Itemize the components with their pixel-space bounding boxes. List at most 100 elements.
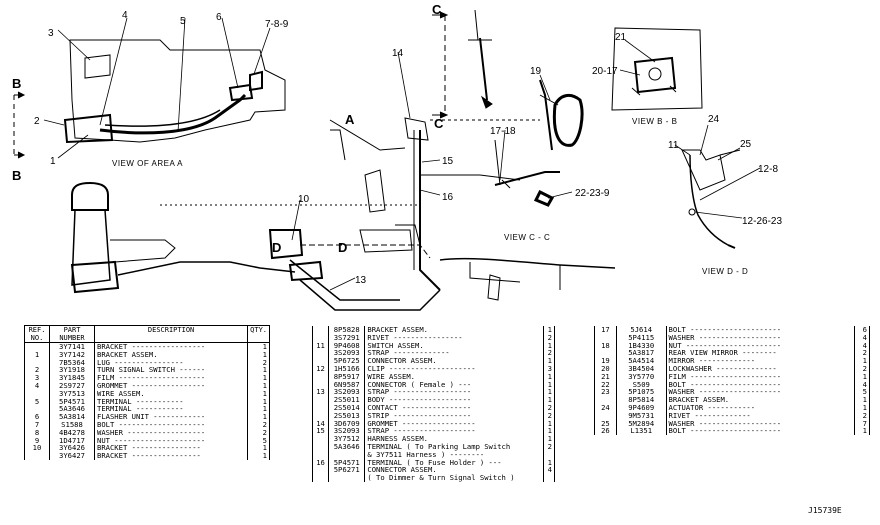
qty-cell [543, 450, 555, 459]
ref-cell: 18 [594, 341, 617, 350]
description-cell: BODY ------------------- [364, 396, 545, 404]
callout-6: 6 [216, 12, 222, 23]
label-view-c-c: VIEW C - C [504, 233, 550, 242]
ref-cell [311, 403, 330, 412]
view-c-c [430, 9, 584, 207]
qty-cell: 4 [854, 333, 870, 342]
qty-cell: 2 [543, 404, 555, 412]
qty-cell: 1 [543, 435, 555, 443]
ref-cell: 5 [24, 397, 50, 406]
description-cell: WIRE ASSEM. [364, 372, 545, 381]
description-cell: BRACKET ASSEM. [665, 396, 856, 404]
description-cell: BOLT --------------------- [665, 326, 856, 334]
callout-2: 2 [34, 116, 40, 127]
ref-cell [311, 396, 330, 404]
callout-14: 14 [392, 48, 404, 59]
header-part-number: PART NUMBER [49, 325, 95, 343]
description-cell: BRACKET ---------------- [93, 452, 249, 460]
description-cell: ACTUATOR ----------- [665, 404, 856, 412]
ref-cell: 12 [311, 365, 330, 373]
qty-cell: 1 [247, 342, 270, 351]
qty-cell: 1 [543, 419, 555, 428]
description-cell: TERMINAL ----------- [93, 405, 249, 414]
ref-cell: 21 [594, 372, 617, 381]
qty-cell: 4 [854, 380, 870, 389]
part-cell: 5P6725 [328, 357, 366, 365]
qty-cell: 1 [247, 413, 270, 421]
description-cell: BOLT -------------------- [93, 421, 249, 429]
label-view-d-d: VIEW D - D [702, 267, 748, 276]
qty-cell: 1 [543, 396, 555, 404]
description-cell: NUT ---------------------- [665, 341, 856, 350]
qty-cell: 1 [247, 397, 270, 406]
description-cell: MIRROR ------------- [665, 357, 856, 365]
qty-cell: 1 [247, 350, 270, 359]
ref-cell [594, 333, 617, 342]
ref-cell: 19 [594, 357, 617, 365]
ref-cell: 22 [594, 380, 617, 389]
callout-7-8-9: 7-8-9 [265, 19, 289, 30]
callout-19: 19 [530, 66, 542, 77]
ref-cell: 25 [594, 419, 617, 428]
callout-12-26-23: 12-26-23 [742, 216, 782, 227]
description-cell: BRACKET ASSEM. [364, 326, 545, 334]
qty-cell: 7 [854, 419, 870, 428]
qty-cell: 6 [854, 326, 870, 334]
qty-cell: 1 [543, 357, 555, 365]
header-qty: QTY. [247, 325, 270, 343]
table-row: ( To Dimmer & Turn Signal Switch ) [311, 474, 555, 482]
label-view-of-area-a: VIEW OF AREA A [112, 159, 183, 168]
qty-cell: 1 [247, 405, 270, 414]
description-cell: WIRE ASSEM. [93, 389, 249, 398]
ref-cell: 17 [594, 326, 617, 334]
qty-cell: 1 [543, 458, 555, 467]
qty-cell: 2 [247, 421, 270, 429]
qty-cell: 1 [854, 404, 870, 412]
part-cell: 3Y7512 [328, 435, 366, 443]
part-cell: L1351 [615, 427, 667, 436]
view-labels: VIEW OF AREA A VIEW B - B VIEW C - C VIE… [112, 117, 748, 276]
qty-cell: 2 [854, 365, 870, 373]
section-b-bottom: B [12, 168, 21, 183]
ref-cell: 26 [594, 427, 617, 436]
qty-cell: 1 [543, 326, 555, 334]
description-cell: REAR VIEW MIRROR -------- [665, 349, 856, 358]
callout-12-8: 12-8 [758, 164, 778, 175]
callout-1: 1 [50, 156, 56, 167]
description-cell: HARNESS ASSEM. [364, 435, 545, 443]
callout-25: 25 [740, 139, 752, 150]
part-cell: 2S5014 [328, 404, 366, 412]
description-cell: WASHER ------------------ [93, 428, 249, 437]
part-cell: 2S5013 [328, 411, 366, 420]
description-cell: BOLT --------------------- [665, 380, 856, 389]
description-cell: STRIP ------------------ [364, 411, 545, 420]
description-cell: TERMINAL ( To Fuse Holder ) --- [364, 458, 545, 467]
qty-cell: 3 [543, 365, 555, 373]
part-cell: 5P4571 [328, 458, 366, 467]
ref-cell: 10 [24, 444, 50, 453]
callout-15: 15 [442, 156, 454, 167]
part-cell: 6N9587 [328, 380, 366, 389]
machine-assembly [70, 117, 616, 311]
callout-21: 21 [615, 32, 627, 43]
callout-16: 16 [442, 192, 454, 203]
